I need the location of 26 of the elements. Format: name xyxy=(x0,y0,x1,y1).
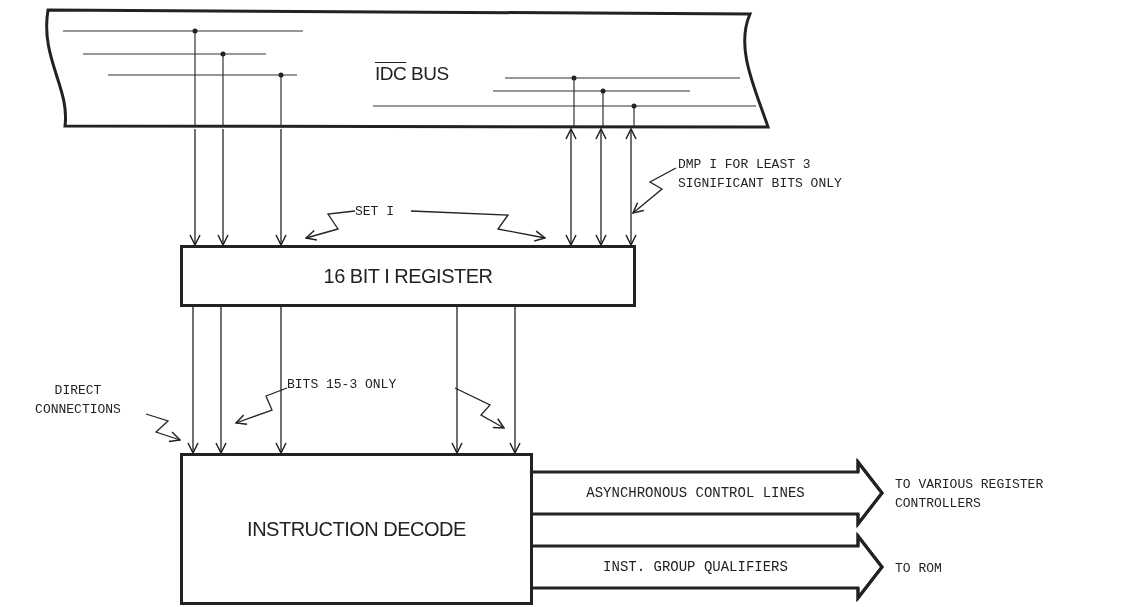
leader-line xyxy=(305,210,356,241)
signal-arrow xyxy=(625,128,637,246)
leader-line xyxy=(410,210,546,242)
leader-line xyxy=(235,387,288,426)
leader-line xyxy=(145,413,181,443)
signal-arrow xyxy=(451,306,463,454)
signal-arrow xyxy=(275,128,287,246)
signal-arrow xyxy=(189,128,201,246)
annotation-text: DIRECT CONNECTIONS xyxy=(34,382,122,419)
leader-line xyxy=(454,387,505,429)
annotation-text: BITS 15-3 ONLY xyxy=(287,375,397,394)
block-box: 16 BIT I REGISTER xyxy=(180,245,636,307)
bus-label: IDC BUS xyxy=(375,62,449,86)
signal-arrow xyxy=(509,306,521,454)
destination-note: TO ROM xyxy=(895,559,942,578)
annotation-text: SET I xyxy=(355,202,394,221)
leader-line xyxy=(632,167,677,214)
signal-arrow xyxy=(275,306,287,454)
destination-note: TO VARIOUS REGISTER CONTROLLERS xyxy=(895,476,1045,513)
signal-arrow xyxy=(565,128,577,246)
annotation-text: DMP I FOR LEAST 3 SIGNIFICANT BITS ONLY xyxy=(678,156,843,193)
signal-arrow xyxy=(187,306,199,454)
signal-arrow xyxy=(217,128,229,246)
signal-arrow xyxy=(595,128,607,246)
signal-arrow xyxy=(215,306,227,454)
block-box: INSTRUCTION DECODE xyxy=(180,453,533,605)
